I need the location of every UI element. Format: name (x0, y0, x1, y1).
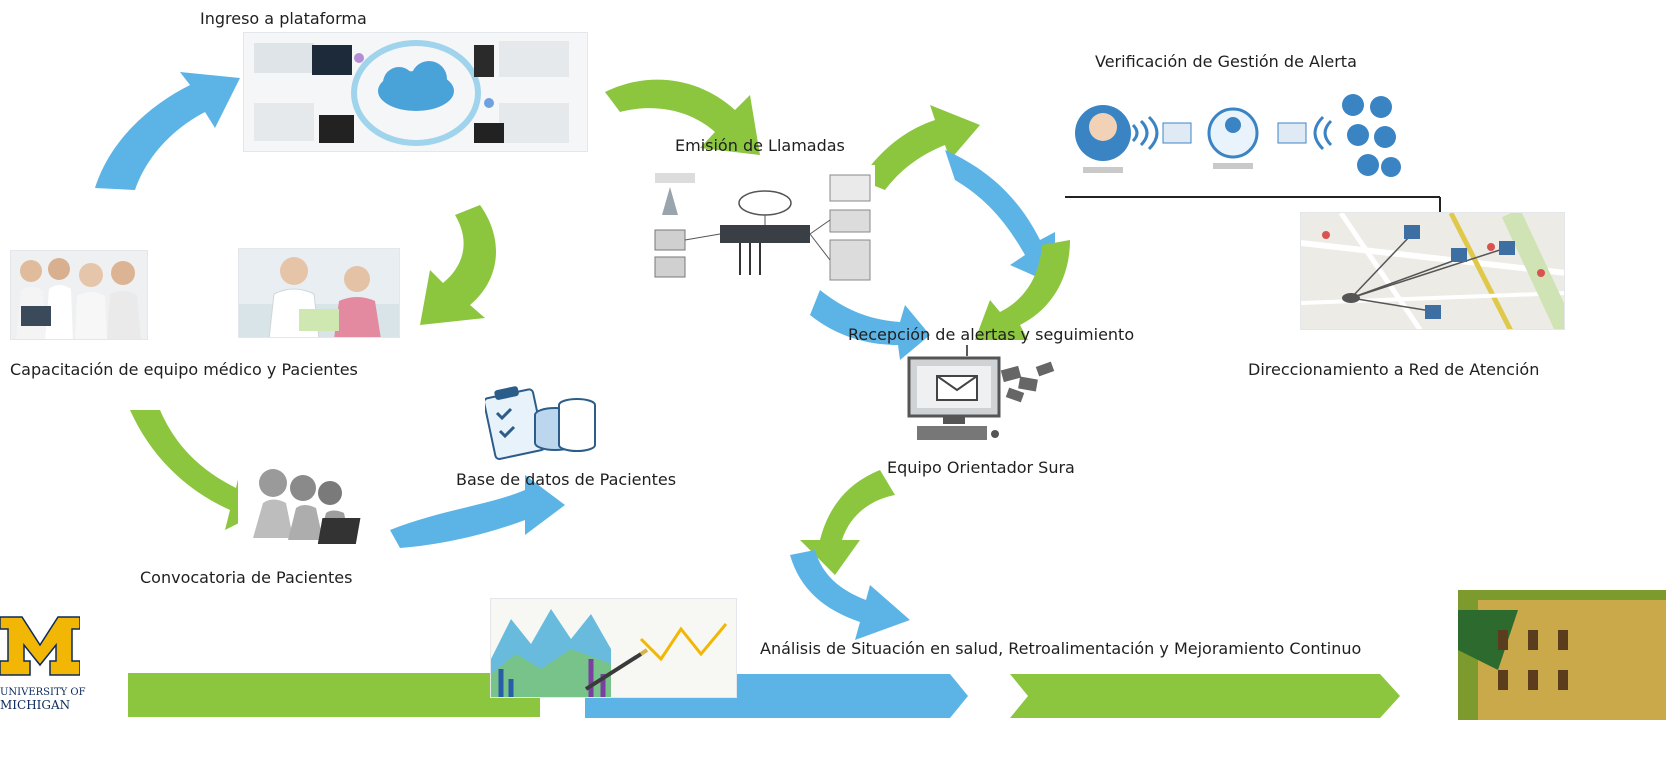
arrow-green-right-top (860, 105, 980, 190)
label-emision-llamadas: Emisión de Llamadas (675, 136, 845, 155)
cloud-icon (254, 40, 569, 146)
phone-network-diagram (645, 165, 875, 285)
logo-line-1: UNIVERSITY OF (0, 687, 86, 698)
arrow-green-center-lower (800, 470, 895, 575)
block-m-icon (0, 616, 81, 676)
label-ingreso-plataforma: Ingreso a plataforma (200, 9, 367, 28)
arrow-green-middle (420, 205, 497, 325)
arrow-blue-bottom (390, 475, 565, 548)
logo-line-2: MICHIGAN (0, 698, 71, 712)
label-verificacion-gestion-alerta: Verificación de Gestión de Alerta (1095, 52, 1357, 71)
campus-building-photo (1458, 590, 1666, 720)
label-base-datos-pacientes: Base de datos de Pacientes (456, 470, 677, 489)
call-center-operators-icon (238, 458, 378, 550)
label-direccionamiento: Direccionamiento a Red de Atención (1248, 360, 1540, 379)
label-recepcion-alertas: Recepción de alertas y seguimiento (848, 325, 1135, 344)
banner-arrow-green-1 (128, 673, 540, 717)
cloud-platform-diagram (243, 32, 588, 152)
arrow-green-top-right (605, 79, 760, 155)
hospital-map (1300, 212, 1565, 330)
email-computer-icon (907, 356, 1064, 446)
doctor-patient-photo (238, 248, 400, 338)
arrow-green-right-middle (975, 240, 1070, 340)
analytics-charts-photo (490, 598, 737, 698)
label-capacitacion: Capacitación de equipo médico y Paciente… (10, 360, 358, 379)
label-convocatoria-pacientes: Convocatoria de Pacientes (140, 568, 353, 587)
alert-management-diagram (1063, 85, 1403, 193)
label-analisis-situacion: Análisis de Situación en salud, Retroali… (760, 639, 1362, 658)
patient-database-icon (485, 383, 600, 461)
arrow-blue-center-bottom (790, 550, 910, 640)
banner-arrow-green-2 (1010, 674, 1400, 718)
medical-team-photo (10, 250, 148, 340)
arrow-blue-right-lower (810, 290, 930, 360)
arrow-blue-right-top (945, 150, 1055, 285)
arrow-blue-top-left (95, 72, 240, 190)
university-of-michigan-logo: UNIVERSITY OF MICHIGAN (0, 615, 86, 720)
label-equipo-orientador: Equipo Orientador Sura (887, 458, 1075, 477)
